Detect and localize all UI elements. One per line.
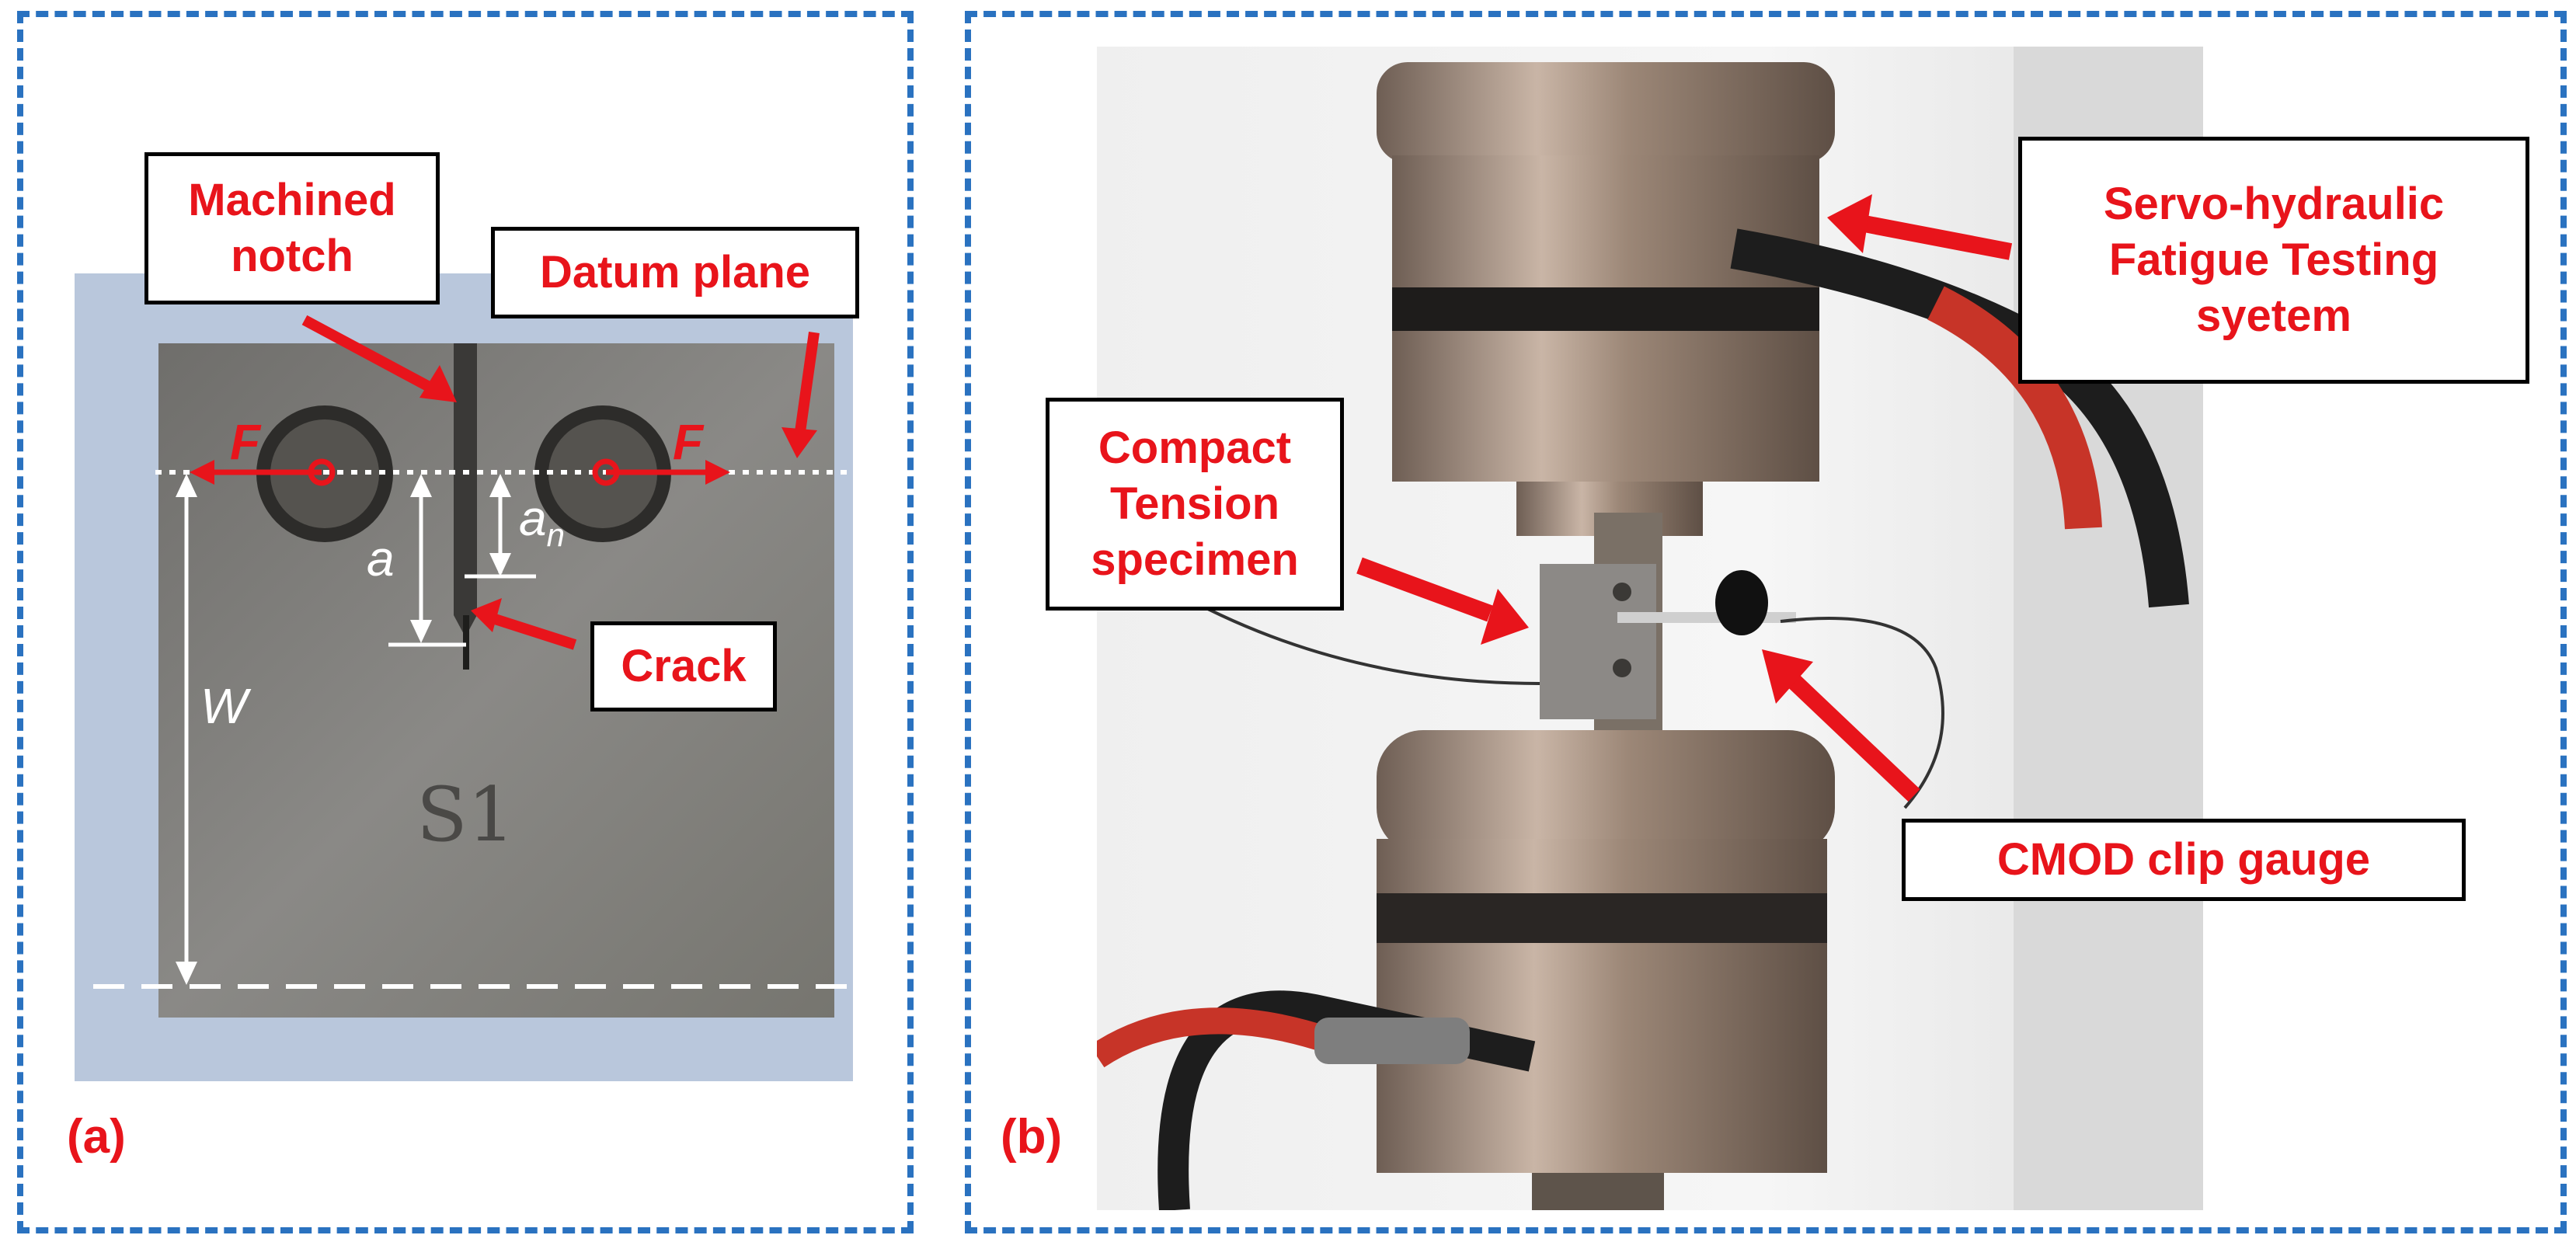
panel-a-label: (a) bbox=[67, 1110, 126, 1164]
specimen-arrow bbox=[1356, 557, 1493, 622]
gauge-arrow bbox=[1785, 673, 1920, 802]
force-right-label: F bbox=[673, 414, 704, 470]
annotation-overlay-b bbox=[1356, 194, 2013, 802]
crack-label: Crack bbox=[590, 621, 777, 711]
datum-plane-label: Datum plane bbox=[491, 227, 859, 318]
system-arrow bbox=[1862, 215, 2013, 260]
testing-system-label: Servo-hydraulic Fatigue Testing syetem bbox=[2018, 137, 2529, 384]
force-left-label: F bbox=[230, 414, 261, 470]
dim-an-label: an bbox=[519, 490, 565, 553]
dim-a-label: a bbox=[367, 531, 395, 586]
annotation-overlay-a bbox=[93, 315, 853, 989]
specimen-label: Compact Tension specimen bbox=[1046, 398, 1344, 611]
clip-gauge-label: CMOD clip gauge bbox=[1902, 819, 2466, 901]
panel-b bbox=[965, 11, 2567, 1233]
datum-arrow bbox=[795, 332, 820, 433]
dim-w-label: W bbox=[200, 678, 248, 734]
specimen-mark: S1 bbox=[416, 771, 515, 858]
crack-arrow bbox=[490, 613, 577, 650]
panel-a bbox=[17, 11, 914, 1233]
panel-b-label: (b) bbox=[1001, 1110, 1063, 1164]
machined-notch-label: Machined notch bbox=[144, 152, 440, 304]
notch-arrow bbox=[301, 315, 438, 395]
